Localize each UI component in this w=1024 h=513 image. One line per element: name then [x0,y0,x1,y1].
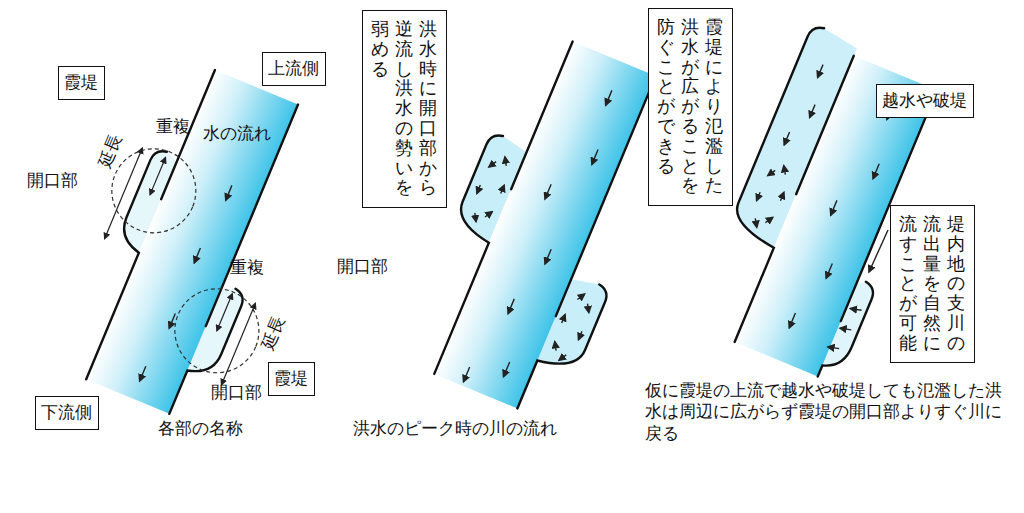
note-box: 洪水時に開口部から逆流し洪水の勢いを弱める [362,10,447,208]
eddy-arrow [768,169,775,178]
box-label: 霞堤 [64,72,99,92]
part-label: 延長 [93,131,127,171]
flow-arrow [826,263,832,278]
box-label: 霞堤 [274,368,309,388]
eddy-arrow [477,185,480,193]
flow-arrow [545,184,551,199]
caption: 仮に霞堤の上流で越水や破堤しても氾濫した洪水は周辺に広がらず霞堤の開口部よりすぐ… [645,380,1017,444]
part-label: 水の流れ [203,122,271,144]
part-label: 開口部 [337,255,388,277]
part-label: 洪水のピーク時の川の流れ [353,417,557,439]
levee-line [818,279,877,385]
eddy-arrow [780,192,783,200]
river-water [86,70,298,414]
river-panel [38,50,348,435]
eddy-arrow [781,166,788,175]
part-label: 重複 [156,115,190,137]
part-label: 開口部 [211,381,262,403]
label-box: 霞堤 [58,66,105,100]
flow-arrow [508,299,514,314]
label-box: 霞堤 [268,362,315,396]
box-label: 下流側 [41,402,93,422]
flow-arrow [592,150,598,165]
flow-arrow [831,200,837,215]
note-box: 霞堤により氾濫した洪水が広がることを防ぐことができる [648,8,733,206]
part-label: 各部の名称 [158,417,243,439]
vertical-note: 霞堤により氾濫した洪水が広がることを防ぐことができる [657,17,723,195]
eddy-arrow [577,292,584,301]
levee-line [511,42,572,190]
levee-line [556,76,656,316]
note-box: 堤内地の支川の流出量を自然に流すことが可能 [890,205,975,363]
dimension-arrow [222,303,256,384]
eddy-arrow [502,157,509,166]
flow-arrow [606,90,612,105]
part-label: 延長 [256,313,290,353]
flow-arrow [194,248,200,263]
flood-arrow [818,65,823,78]
vertical-note: 堤内地の支川の流出量を自然に流すことが可能 [899,214,965,353]
flow-arrow [226,185,232,200]
flood-arrow [810,105,815,118]
label-box: 越水や破堤 [876,84,974,118]
label-box: 下流側 [35,396,99,430]
vertical-note: 洪水時に開口部から逆流し洪水の勢いを弱める [371,19,437,197]
flood-arrow [784,132,789,145]
box-label: 越水や破堤 [882,90,968,110]
eddy-arrow [757,192,760,200]
flow-arrow [504,362,510,377]
tributary-arrow [828,344,839,351]
tributary-arrow [850,306,861,313]
flow-arrow [169,313,175,328]
eddy-arrow [552,342,559,351]
levee-line [517,274,610,424]
tributary-arrow [840,326,851,333]
eddy-arrow [752,218,759,227]
dimension-arrow [217,294,232,331]
eddy-arrow [485,210,492,219]
eddy-arrow [562,315,565,323]
flow-arrow [873,164,879,179]
part-label: 重複 [230,256,264,278]
box-label: 上流側 [268,58,320,78]
flow-arrow [789,313,795,328]
flow-arrow [464,367,470,382]
eddy-arrow [559,353,566,362]
eddy-arrow [765,216,772,225]
eddy-arrow [585,304,592,313]
detail-circle [162,276,272,386]
levee-line [63,147,179,379]
flow-arrow [140,366,146,381]
leader-arrow [869,230,888,272]
eddy-arrow [472,213,479,222]
flow-arrow [545,249,551,264]
part-label: 開口部 [27,169,78,191]
dimension-arrow [150,158,165,195]
levee-line [796,56,854,194]
eddy-arrow [579,331,582,339]
label-box: 上流側 [262,52,326,86]
eddy-arrow [501,185,504,193]
eddy-arrow [489,160,496,169]
